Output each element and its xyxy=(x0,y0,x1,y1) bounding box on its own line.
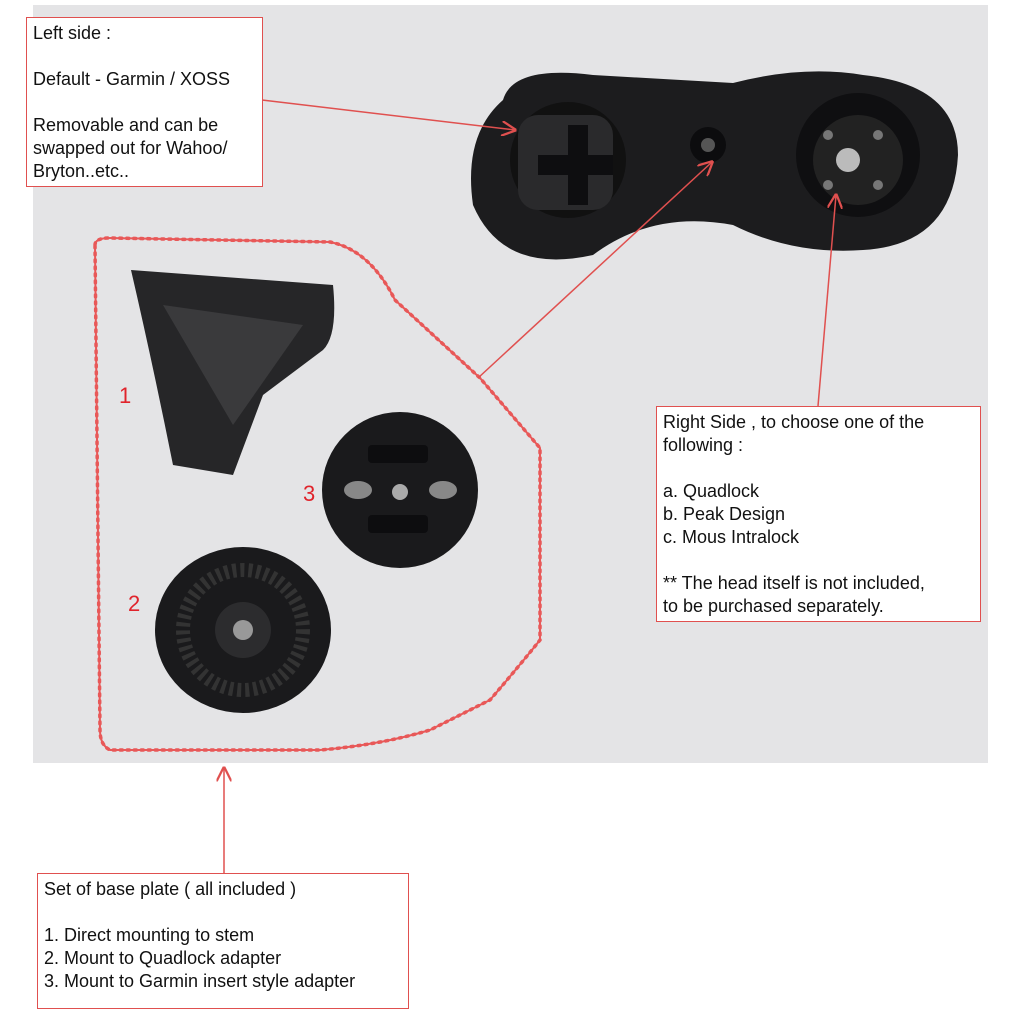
note-line: Set of base plate ( all included ) xyxy=(44,879,297,899)
base-plate-3-garmin xyxy=(322,412,478,568)
note-line: 3. Mount to Garmin insert style adapter xyxy=(44,971,356,991)
note-line xyxy=(44,901,402,924)
right-side-note: Right Side , to choose one of the follow… xyxy=(656,406,981,622)
note-line: following : xyxy=(663,435,744,455)
note-line xyxy=(33,45,256,68)
note-line: swapped out for Wahoo/ xyxy=(33,138,228,158)
note-line: 1. Direct mounting to stem xyxy=(44,925,255,945)
label-1: 1 xyxy=(119,383,132,408)
left-side-note: Left side : Default - Garmin / XOSS Remo… xyxy=(26,17,263,187)
note-line xyxy=(33,91,256,114)
note-line: Bryton..etc.. xyxy=(33,161,130,181)
note-line: ** The head itself is not included, xyxy=(663,573,925,593)
base-plate-2-quadlock xyxy=(155,547,331,713)
note-line: Removable and can be xyxy=(33,115,219,135)
note-line: Left side : xyxy=(33,23,112,43)
label-2: 2 xyxy=(128,591,141,616)
note-line: to be purchased separately. xyxy=(663,596,884,616)
base-plate-note: Set of base plate ( all included ) 1. Di… xyxy=(37,873,409,1009)
note-line xyxy=(663,457,974,480)
note-line: Default - Garmin / XOSS xyxy=(33,69,231,89)
label-3: 3 xyxy=(303,481,316,506)
note-line xyxy=(663,549,974,572)
note-line: b. Peak Design xyxy=(663,504,786,524)
note-line: Right Side , to choose one of the xyxy=(663,412,925,432)
note-line: a. Quadlock xyxy=(663,481,760,501)
note-line: c. Mous Intralock xyxy=(663,527,800,547)
note-line: 2. Mount to Quadlock adapter xyxy=(44,948,282,968)
